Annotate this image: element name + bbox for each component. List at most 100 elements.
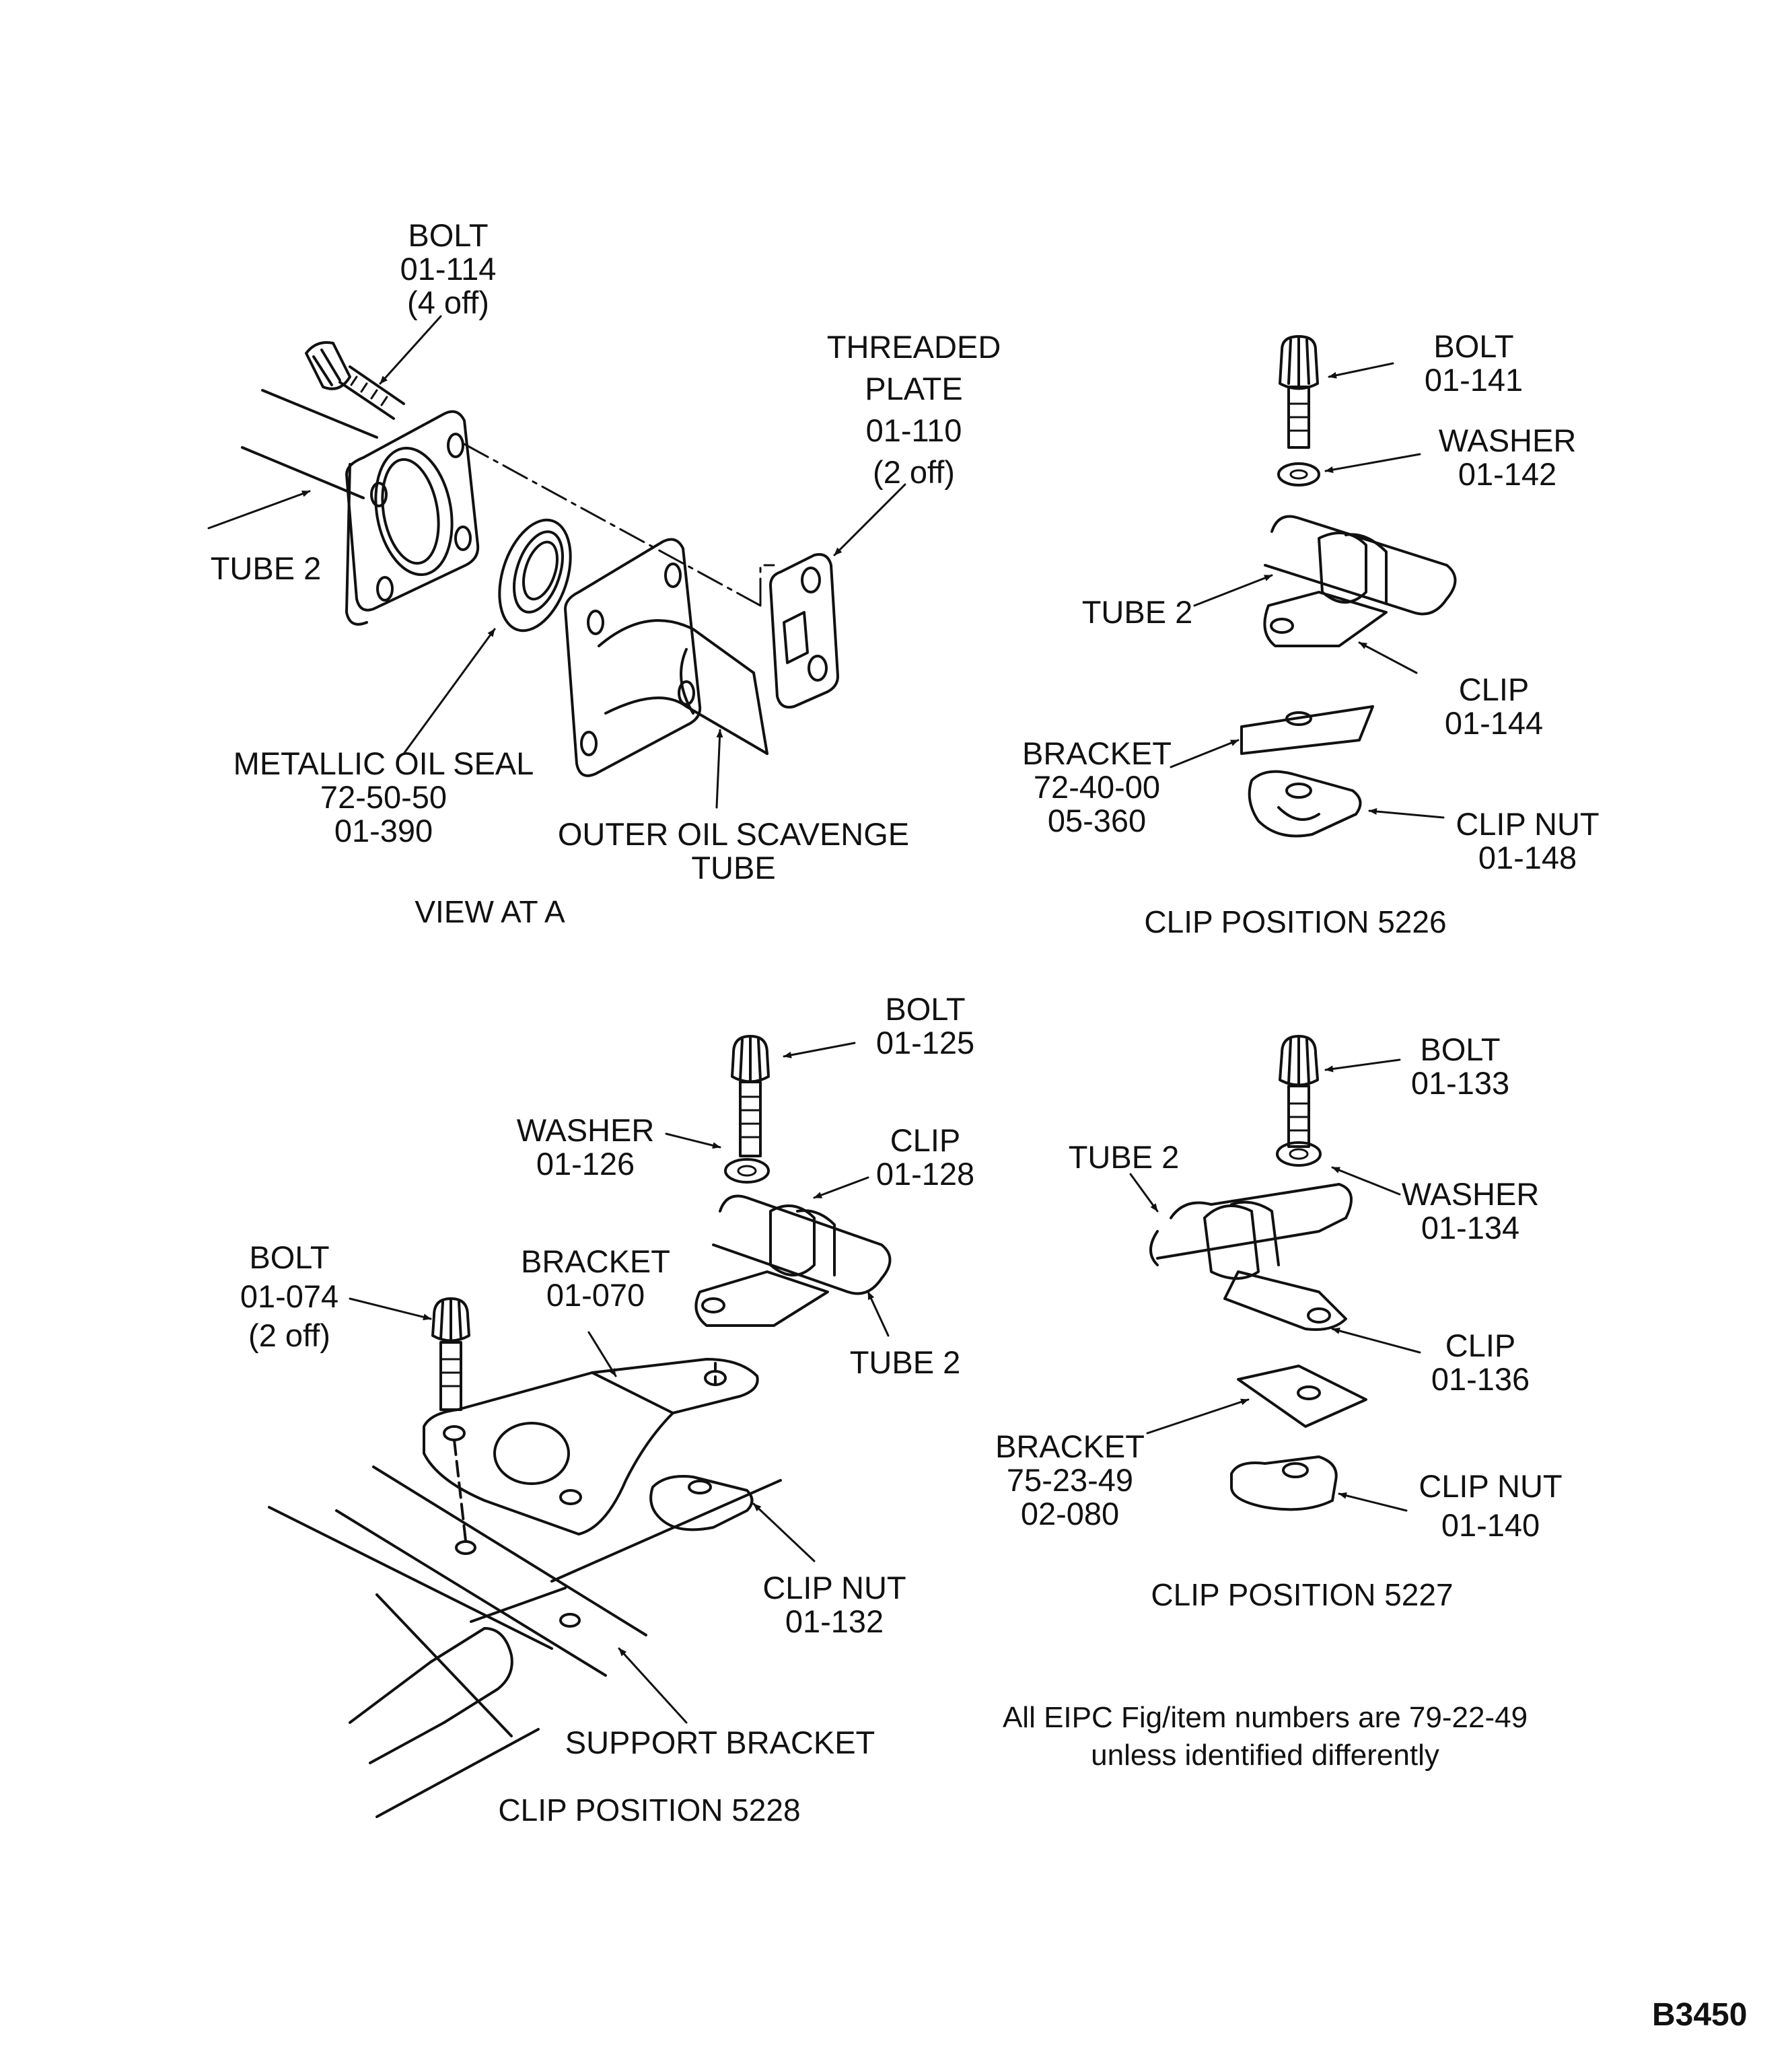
clip-5227-drawing <box>1149 1035 1367 1511</box>
washer-01-134-part <box>1276 1141 1322 1167</box>
label-washer-01-142: WASHER 01-142 <box>1439 424 1577 491</box>
label-threaded-plate: THREADED PLATE 01-110 (2 off) <box>827 326 1001 493</box>
part-name: THREADED <box>826 329 1001 365</box>
clip-01-144-part <box>1263 515 1457 647</box>
part-number: 01-142 <box>1458 456 1557 492</box>
part-number: 01-134 <box>1421 1210 1520 1245</box>
label-clip-nut-01-148: CLIP NUT 01-148 <box>1456 807 1599 875</box>
caption-clip-position-5227: CLIP POSITION 5227 <box>1151 1577 1454 1612</box>
label-tube-2-5228: TUBE 2 <box>850 1346 961 1379</box>
clip-nut-01-132-part <box>649 1475 754 1531</box>
label-metallic-oil-seal: METALLIC OIL SEAL 72-50-50 01-390 <box>234 747 534 848</box>
part-number: 02-080 <box>1020 1496 1120 1531</box>
tube-flange-part <box>345 410 480 626</box>
caption-view-at-a: VIEW AT A <box>415 894 565 929</box>
label-bracket-05-360: BRACKET 72-40-00 05-360 <box>1022 737 1172 838</box>
part-number: 01-128 <box>875 1156 975 1192</box>
label-clip-01-144: CLIP 01-144 <box>1445 673 1543 740</box>
part-number: 01-132 <box>785 1603 884 1639</box>
label-clip-nut-01-140: CLIP NUT 01-140 <box>1419 1467 1562 1545</box>
washer-01-142-part <box>1277 462 1320 486</box>
part-name: CLIP NUT <box>1456 806 1600 842</box>
bolt-01-114-part <box>305 341 405 420</box>
part-name: BOLT <box>408 217 489 253</box>
part-number: 01-144 <box>1444 705 1544 741</box>
label-clip-01-136: CLIP 01-136 <box>1431 1329 1530 1396</box>
part-reference: 72-50-50 <box>320 779 447 815</box>
label-bolt-01-114: BOLT 01-114 (4 off) <box>400 219 497 320</box>
part-name: TUBE 2 <box>210 550 322 586</box>
caption-clip-position-5226: CLIP POSITION 5226 <box>1144 904 1447 939</box>
part-name: PLATE <box>865 371 963 406</box>
label-bolt-01-141: BOLT 01-141 <box>1425 330 1523 397</box>
label-clip-01-128: CLIP 01-128 <box>876 1124 974 1191</box>
part-name: METALLIC OIL SEAL <box>233 746 534 781</box>
part-number: 01-133 <box>1410 1065 1510 1101</box>
label-outer-oil-scavenge-tube: OUTER OIL SCAVENGE TUBE <box>558 818 909 885</box>
part-number: 01-074 <box>240 1278 339 1314</box>
part-number: 01-136 <box>1431 1361 1530 1397</box>
part-name: CLIP NUT <box>1419 1468 1563 1504</box>
label-bracket-02-080: BRACKET 75-23-49 02-080 <box>995 1430 1145 1531</box>
leader-lines <box>207 315 1445 1724</box>
note-line-2: unless identified differently <box>1091 1739 1439 1772</box>
bolt-01-074-part <box>431 1297 470 1411</box>
bracket-02-080-part <box>1237 1365 1367 1428</box>
part-name: CLIP NUT <box>762 1570 906 1605</box>
part-name: WASHER <box>1438 423 1577 458</box>
label-tube-2-view-a: TUBE 2 <box>211 552 322 585</box>
bracket-01-070-part <box>423 1358 759 1535</box>
part-name: TUBE 2 <box>1068 1139 1180 1175</box>
part-number: 01-126 <box>536 1146 635 1182</box>
washer-01-126-part <box>724 1158 770 1184</box>
part-name: BOLT <box>249 1239 330 1275</box>
threaded-plate-part <box>769 553 839 709</box>
caption-clip-position-5228: CLIP POSITION 5228 <box>498 1793 801 1828</box>
part-name: SUPPORT BRACKET <box>565 1725 875 1760</box>
part-name: TUBE 2 <box>849 1344 961 1380</box>
part-name: TUBE <box>691 850 776 885</box>
part-reference: 72-40-00 <box>1033 769 1161 805</box>
part-name: TUBE 2 <box>1081 594 1193 630</box>
part-number: 01-110 <box>865 412 962 448</box>
bolt-01-125-part <box>731 1035 770 1157</box>
eipc-note: All EIPC Fig/item numbers are 79-22-49 u… <box>1003 1699 1528 1774</box>
support-bracket-part <box>268 1466 782 1818</box>
part-name: CLIP <box>1445 1328 1516 1363</box>
figure-id: B3450 <box>1652 1997 1748 2033</box>
part-name: CLIP <box>1458 672 1530 707</box>
part-name: BRACKET <box>1022 735 1172 771</box>
label-bolt-01-133: BOLT 01-133 <box>1411 1033 1509 1100</box>
bolt-01-141-part <box>1279 335 1319 449</box>
label-bolt-01-125: BOLT 01-125 <box>876 992 974 1060</box>
label-bolt-01-074: BOLT 01-074 (2 off) <box>240 1238 338 1355</box>
part-number: 01-114 <box>400 251 497 287</box>
part-number: 05-360 <box>1047 803 1147 838</box>
part-reference: 75-23-49 <box>1006 1462 1134 1498</box>
part-name: WASHER <box>1401 1176 1540 1212</box>
bracket-05-360-part <box>1240 705 1374 755</box>
part-quantity: (4 off) <box>407 285 489 320</box>
note-line-1: All EIPC Fig/item numbers are 79-22-49 <box>1002 1701 1528 1734</box>
scavenge-flange-part <box>564 538 768 777</box>
part-number: 01-070 <box>546 1277 645 1313</box>
part-name: BOLT <box>1433 328 1514 364</box>
label-tube-2-5226: TUBE 2 <box>1082 595 1193 629</box>
clip-01-136-part <box>1149 1183 1353 1331</box>
metallic-seal-part <box>498 518 572 632</box>
clip-01-128-part <box>694 1194 892 1327</box>
part-number: 01-125 <box>875 1025 975 1060</box>
clip-nut-01-140-part <box>1230 1455 1338 1511</box>
part-number: 01-148 <box>1478 840 1577 875</box>
clip-nut-01-148-part <box>1248 770 1362 838</box>
label-washer-01-134: WASHER 01-134 <box>1402 1178 1540 1245</box>
part-quantity: (2 off) <box>248 1317 330 1353</box>
label-clip-nut-01-132: CLIP NUT 01-132 <box>762 1571 906 1638</box>
part-name: BRACKET <box>521 1243 670 1279</box>
part-number: 01-140 <box>1441 1507 1540 1543</box>
part-number: 01-141 <box>1424 362 1524 398</box>
bolt-01-133-part <box>1279 1035 1319 1148</box>
label-bracket-01-070: BRACKET 01-070 <box>521 1245 670 1312</box>
clip-5228-drawing <box>268 1035 892 1818</box>
